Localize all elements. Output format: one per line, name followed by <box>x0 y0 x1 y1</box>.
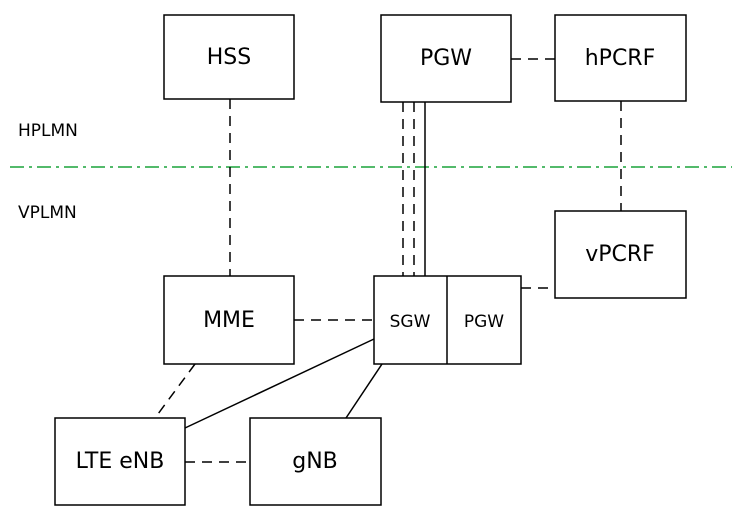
home-pgw-node: PGW <box>380 14 512 103</box>
gnb-node: gNB <box>249 417 382 506</box>
gnb-label: gNB <box>292 449 338 474</box>
hss-node: HSS <box>163 14 295 100</box>
vpcrf-node: vPCRF <box>554 210 687 299</box>
sgw-pgw-node: SGW PGW <box>373 275 522 365</box>
hss-label: HSS <box>207 45 251 70</box>
mme-enb-link <box>154 363 196 419</box>
vpcrf-label: vPCRF <box>585 242 655 267</box>
lte-enb-node: LTE eNB <box>54 417 186 506</box>
sgw-label: SGW <box>390 312 431 332</box>
lte-enb-label: LTE eNB <box>76 449 165 474</box>
visited-pgw-label: PGW <box>464 312 504 332</box>
home-pgw-label: PGW <box>420 46 472 71</box>
sgw-gnb-link <box>345 363 383 419</box>
mme-node: MME <box>163 275 295 365</box>
hplmn-label: HPLMN <box>18 121 78 141</box>
sgw-enb-link <box>184 338 375 429</box>
hpcrf-label: hPCRF <box>585 46 656 71</box>
vplmn-label: VPLMN <box>18 203 77 223</box>
mme-label: MME <box>203 308 255 333</box>
hpcrf-node: hPCRF <box>554 14 687 102</box>
